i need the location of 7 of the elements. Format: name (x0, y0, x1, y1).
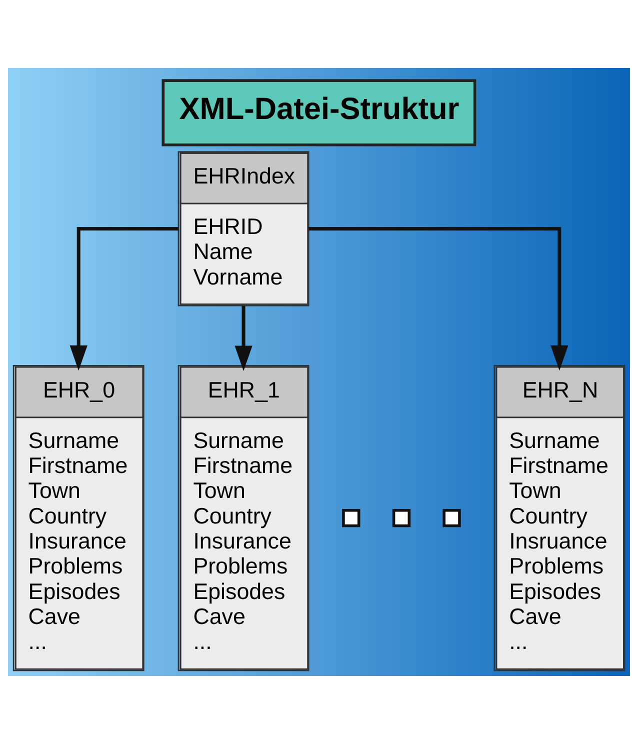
node-box (342, 508, 360, 528)
node-box (392, 508, 411, 528)
arrow (70, 226, 178, 371)
arrow (308, 226, 568, 371)
arrow (234, 306, 252, 371)
diagram-title: XML-Datei-Struktur (179, 91, 460, 126)
node-box (442, 508, 461, 528)
